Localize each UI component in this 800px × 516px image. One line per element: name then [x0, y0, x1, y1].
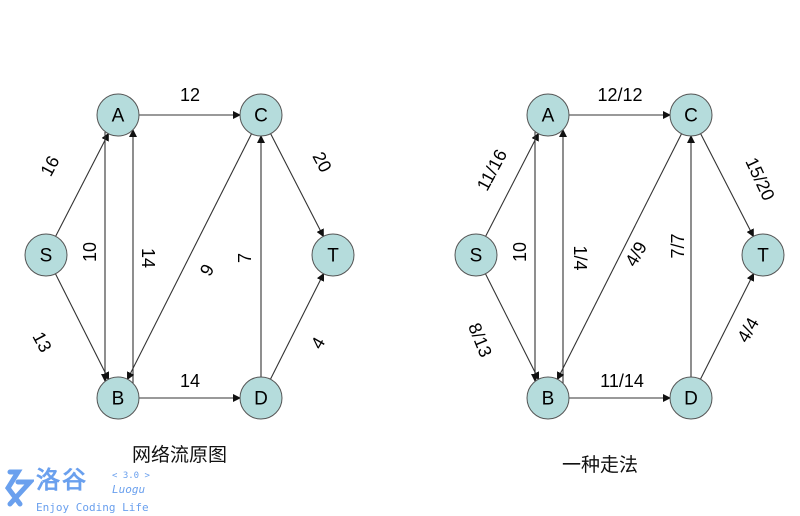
node-T: T: [311, 233, 355, 277]
node-label: S: [40, 246, 53, 267]
right-caption: 一种走法: [562, 454, 639, 476]
watermark-latin: Luogu: [112, 483, 146, 496]
edge-label-D-C: 7/7: [668, 233, 688, 258]
edge-label-A-B: 10: [510, 242, 530, 262]
edge-label-B-D: 14: [180, 371, 200, 391]
left-caption: 网络流原图: [132, 444, 228, 466]
node-A: A: [526, 93, 570, 137]
edge-label-B-A: 1/4: [570, 245, 590, 270]
watermark-name: 洛谷: [36, 466, 88, 494]
edge-C-B: [126, 133, 253, 381]
luogu-logo-icon: [4, 469, 34, 507]
edge-label-S-A: 16: [36, 152, 63, 179]
watermark-slogan: Enjoy Coding Life: [36, 501, 149, 514]
node-label: B: [542, 389, 555, 410]
edge-label-C-T: 20: [308, 148, 335, 175]
edge-label-D-T: 4: [307, 334, 329, 353]
original-graph: 16 13 12 10 14 9 7 20 4 14 A C S T B D: [24, 85, 355, 420]
edge-S-A: [485, 132, 539, 237]
node-label: T: [757, 246, 769, 267]
node-label: B: [112, 389, 125, 410]
node-label: C: [254, 106, 268, 127]
node-C: C: [669, 93, 713, 137]
watermark-version: < 3.0 >: [112, 471, 150, 481]
edge-label-S-B: 13: [28, 328, 55, 355]
edge-C-T: [270, 133, 324, 238]
node-S: S: [24, 233, 68, 277]
node-C: C: [239, 93, 283, 137]
edge-label-A-B: 10: [80, 242, 100, 262]
node-label: T: [327, 246, 339, 267]
edge-C-B: [556, 133, 683, 381]
edge-D-T: [699, 272, 755, 380]
node-A: A: [96, 93, 140, 137]
edge-C-T: [700, 133, 754, 238]
edge-D-T: [269, 272, 325, 380]
node-label: A: [112, 106, 125, 127]
node-T: T: [741, 233, 785, 277]
node-label: C: [684, 106, 698, 127]
node-label: D: [684, 389, 698, 410]
edge-label-C-B: 4/9: [621, 238, 651, 270]
edge-label-B-D: 11/14: [600, 371, 644, 391]
luogu-watermark: 洛谷 < 3.0 > Luogu Enjoy Coding Life: [4, 466, 164, 516]
edge-label-B-A: 14: [138, 248, 158, 268]
edge-label-D-C: 7: [235, 253, 255, 263]
node-B: B: [526, 376, 570, 420]
edge-label-A-C: 12: [180, 85, 200, 105]
edge-label-C-T: 15/20: [741, 154, 778, 203]
edge-S-A: [55, 132, 109, 237]
node-S: S: [454, 233, 498, 277]
edge-S-B: [484, 273, 540, 381]
edge-label-S-A: 11/16: [473, 146, 511, 194]
edge-label-D-T: 4/4: [733, 314, 763, 346]
node-B: B: [96, 376, 140, 420]
edge-label-A-C: 12/12: [597, 85, 642, 105]
node-D: D: [239, 376, 283, 420]
flow-graph: 11/16 8/13 12/12 10 1/4 4/9 7/7 15/20 4/4 11/14 A C…: [454, 85, 785, 420]
edge-label-S-B: 8/13: [464, 320, 496, 360]
node-D: D: [669, 376, 713, 420]
node-label: D: [254, 389, 268, 410]
node-label: A: [542, 106, 555, 127]
edge-S-B: [54, 273, 110, 381]
edge-label-C-B: 9: [196, 261, 218, 280]
node-label: S: [470, 246, 483, 267]
